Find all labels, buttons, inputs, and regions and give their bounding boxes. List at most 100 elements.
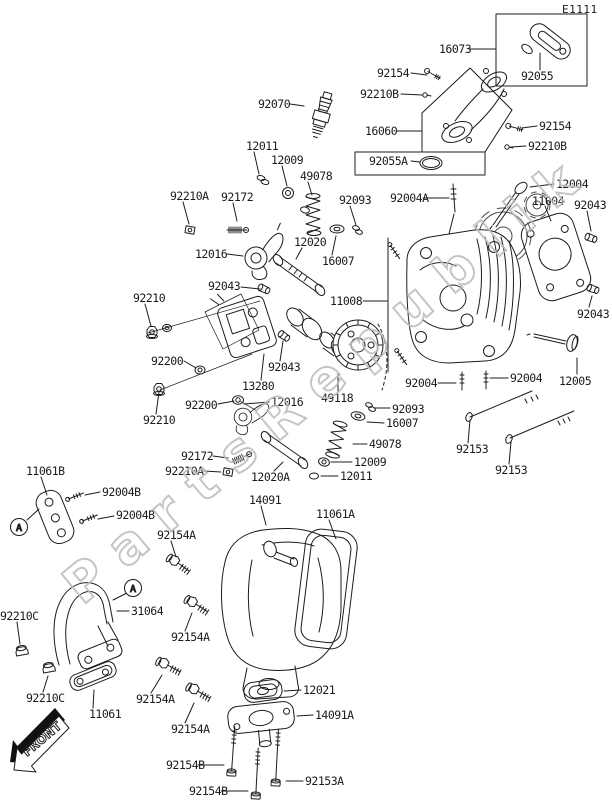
part-number-label: 92210B (528, 139, 567, 153)
part-number-label: 92154A (136, 692, 175, 706)
part-number-label: 92200 (151, 354, 184, 368)
marker-letter: A (130, 584, 136, 595)
leader-lines (16, 48, 593, 792)
part-number-label: 12009 (354, 455, 387, 469)
part-number-label: 16060 (365, 124, 398, 138)
part-number-label: 92154B (166, 758, 205, 772)
cam-sprocket-49118-drawing (332, 319, 388, 391)
valve-spring-49078-drawing (305, 193, 322, 236)
part-number-label: 92055 (521, 69, 554, 83)
screw-92172-icons (226, 226, 253, 465)
cap-nut-92210C-icons (15, 644, 56, 674)
part-number-label: 16073 (439, 42, 472, 56)
part-number-label: 92154A (157, 528, 196, 542)
part-number-label: 92172 (181, 449, 214, 463)
valve-cotter-92093-icons (352, 225, 376, 412)
part-number-label: 92043 (208, 279, 241, 293)
part-number-label: 92210B (360, 87, 399, 101)
part-number-label: 31064 (131, 604, 164, 618)
part-number-label: 92172 (221, 190, 254, 204)
bolt-92210B-icons (422, 92, 514, 150)
part-number-label: 12011 (340, 469, 373, 483)
stud-92004-icons (450, 183, 489, 391)
rocker-shaft-12020-drawing (272, 254, 326, 296)
part-number-label: 11008 (330, 294, 363, 308)
spark-plug-drawing (311, 91, 333, 139)
head-gasket-11004-drawing (520, 212, 592, 302)
part-number-label: 12016 (195, 247, 228, 261)
part-number-label: 49078 (369, 437, 402, 451)
part-number-label: 12009 (271, 153, 304, 167)
valve-12005-drawing (526, 333, 579, 352)
cylinder-head-drawing (406, 229, 521, 364)
marker-circle-a-1: A (10, 518, 28, 536)
part-number-label: 12021 (303, 683, 336, 697)
cover-gasket-11061A-drawing (294, 528, 358, 650)
part-number-label: 16007 (386, 416, 419, 430)
part-number-label: 12011 (246, 139, 279, 153)
part-number-label: 92153 (495, 463, 528, 477)
part-number-label: 92004 (510, 371, 543, 385)
dowel-pin-92043-icons (257, 232, 600, 342)
part-number-label: 92093 (339, 193, 372, 207)
head-cover-14091-drawing (220, 527, 342, 700)
part-number-label: 49118 (321, 391, 354, 405)
part-number-label: 92153A (305, 774, 344, 788)
screw-92154-icons (424, 68, 524, 132)
part-number-label: 92154B (189, 784, 228, 798)
part-number-label: 92210A (170, 189, 209, 203)
part-number-label: 12005 (559, 374, 592, 388)
part-number-label: 92093 (392, 402, 425, 416)
part-number-label: 92210 (143, 413, 176, 427)
spring-seat-12011-icons (256, 174, 319, 480)
rocker-shaft-12020A-drawing (260, 431, 309, 469)
part-number-label: 11061B (26, 464, 65, 478)
part-number-label: 13280 (242, 379, 275, 393)
part-number-label: 92154A (171, 630, 210, 644)
part-number-label: 92004B (116, 508, 155, 522)
marker-letter: A (16, 523, 22, 534)
long-bolt-92153-icons (465, 390, 575, 444)
part-number-label: 12016 (271, 395, 304, 409)
engine-bracket-31064-drawing (53, 582, 123, 670)
part-number-label: 92210A (165, 464, 204, 478)
part-number-label: 92004A (390, 191, 429, 205)
part-number-label: 92055A (369, 154, 408, 168)
page-code: E1111 (562, 3, 598, 16)
part-number-label: 12020A (251, 470, 290, 484)
part-number-label: 16007 (322, 254, 355, 268)
rocker-arm-16073-drawing (521, 23, 571, 60)
stem-seal-12009-icons (282, 187, 330, 467)
part-number-label: 92004 (405, 376, 438, 390)
part-number-label: 11061 (89, 707, 122, 721)
part-number-label: 92004B (102, 485, 141, 499)
bolt-92154A-icons (155, 553, 212, 703)
stud-92004B-icons (65, 492, 98, 524)
part-number-label: 92043 (268, 360, 301, 374)
part-number-label: 49078 (300, 169, 333, 183)
tappet-adjuster-icons (387, 242, 408, 366)
part-number-label: 92043 (574, 198, 607, 212)
part-number-label: 12004 (556, 177, 589, 191)
marker-circle-a-2: A (124, 579, 142, 597)
part-number-label: 92043 (577, 307, 610, 321)
part-number-label: 92210C (26, 691, 65, 705)
flange-14091A-drawing (227, 701, 295, 748)
valve-spring-49078-2-drawing (325, 420, 348, 459)
part-number-label: 14091A (315, 708, 354, 722)
part-number-label: 92154 (377, 66, 410, 80)
part-number-label: 14091 (249, 493, 282, 507)
part-number-label: 92154A (171, 722, 210, 736)
washer-92200-icons (162, 323, 244, 405)
rocker-arm-12016-drawing (244, 222, 284, 281)
rocker-case-13280-drawing (210, 294, 277, 359)
valve-12004-drawing (489, 181, 528, 230)
rocker-arm-12016-2-drawing (233, 403, 270, 436)
part-number-label: 92153 (456, 442, 489, 456)
spring-retainer-16007-icons (329, 224, 366, 421)
part-number-label: 12020 (294, 235, 327, 249)
gasket-11061-drawing (69, 661, 117, 691)
front-direction-arrow: FRONT (10, 708, 70, 773)
nut-92210-icons (146, 326, 165, 396)
